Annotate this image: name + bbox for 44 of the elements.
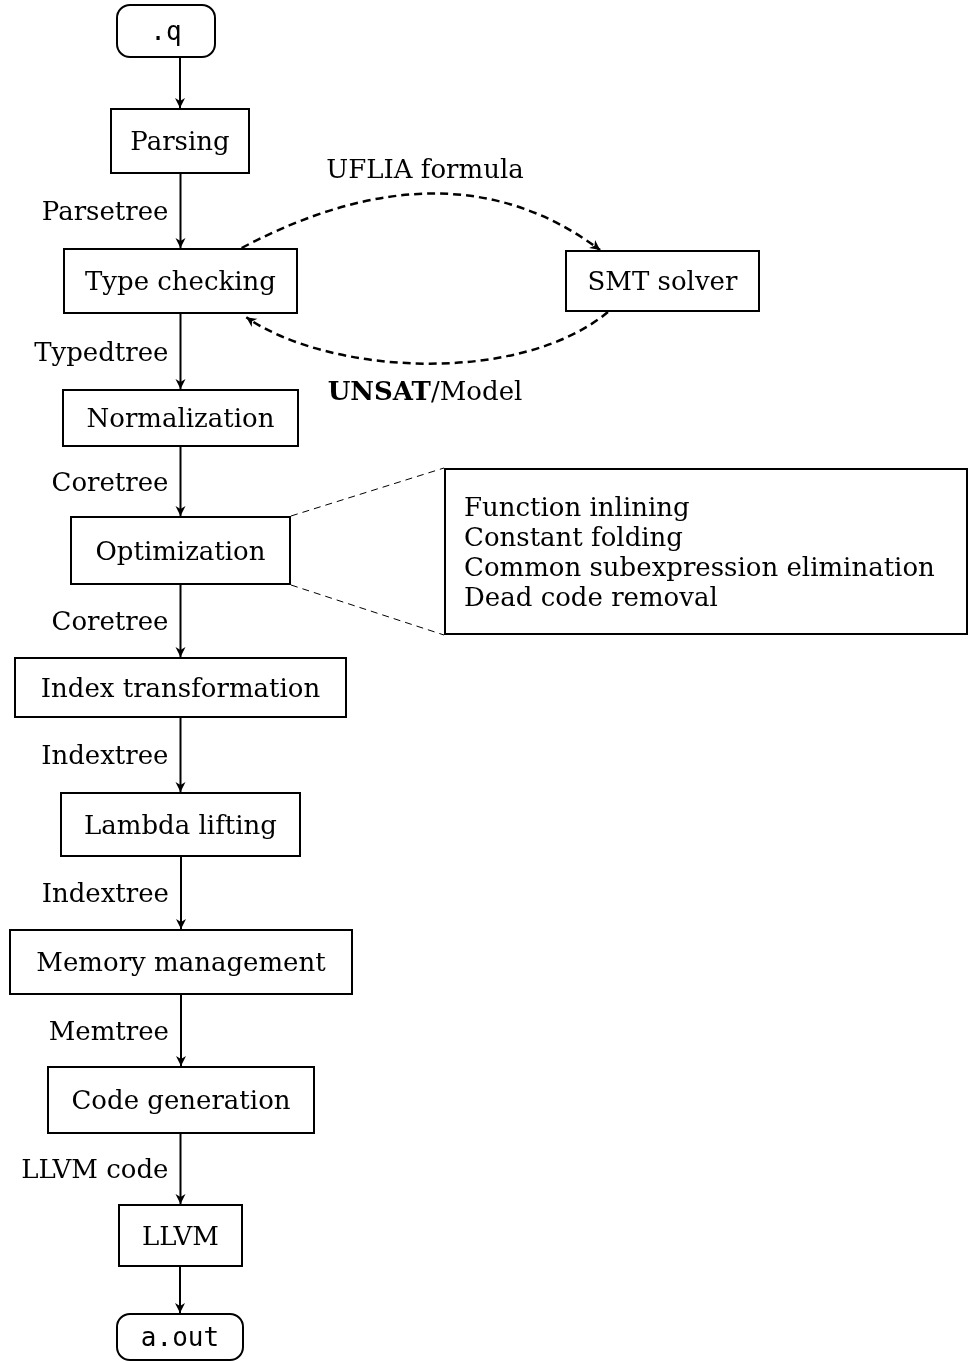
node-label: Optimization — [95, 535, 266, 566]
process-box — [63, 248, 298, 314]
node-label: Type checking — [84, 266, 276, 296]
list-item: Common subexpression elimination — [464, 551, 935, 582]
node-label: LLVM — [142, 1220, 219, 1251]
node-label: .q — [150, 16, 182, 46]
node-label: a.out — [140, 1322, 220, 1352]
arrow — [175, 584, 186, 658]
arrow — [245, 310, 609, 365]
process-box — [118, 1204, 243, 1267]
list-item: Function inlining — [464, 491, 690, 522]
process-box — [47, 1066, 315, 1134]
process-box — [9, 929, 353, 995]
edge-label: UNSAT/Model — [327, 377, 523, 406]
list-item: Constant folding — [464, 521, 683, 552]
terminal-box — [116, 1313, 244, 1361]
list-item: Dead code removal — [464, 581, 718, 612]
terminal-box — [116, 4, 216, 58]
arrow — [175, 313, 186, 390]
process-box — [565, 250, 760, 312]
leader-line — [290, 584, 445, 636]
process-box — [110, 108, 250, 174]
arrow — [176, 856, 186, 930]
arrow — [175, 446, 186, 517]
node-label: Memory management — [36, 947, 326, 977]
arrow — [175, 1133, 186, 1205]
node-label: SMT solver — [587, 266, 738, 296]
process-box — [70, 516, 291, 585]
node-label: Lambda lifting — [84, 809, 277, 840]
node-label: Normalization — [86, 403, 275, 433]
arrow — [175, 57, 185, 109]
process-box — [60, 792, 301, 857]
arrow — [176, 994, 186, 1067]
process-box — [62, 389, 299, 447]
arrow — [175, 1266, 185, 1314]
leader-line — [290, 467, 445, 517]
note-box — [444, 468, 968, 635]
node-label: Parsing — [130, 126, 230, 156]
arrow — [175, 173, 186, 249]
arrow — [241, 192, 601, 252]
process-box — [14, 657, 347, 718]
arrow — [175, 717, 186, 793]
node-label: Index transformation — [40, 672, 321, 703]
node-label: Code generation — [71, 1085, 291, 1115]
